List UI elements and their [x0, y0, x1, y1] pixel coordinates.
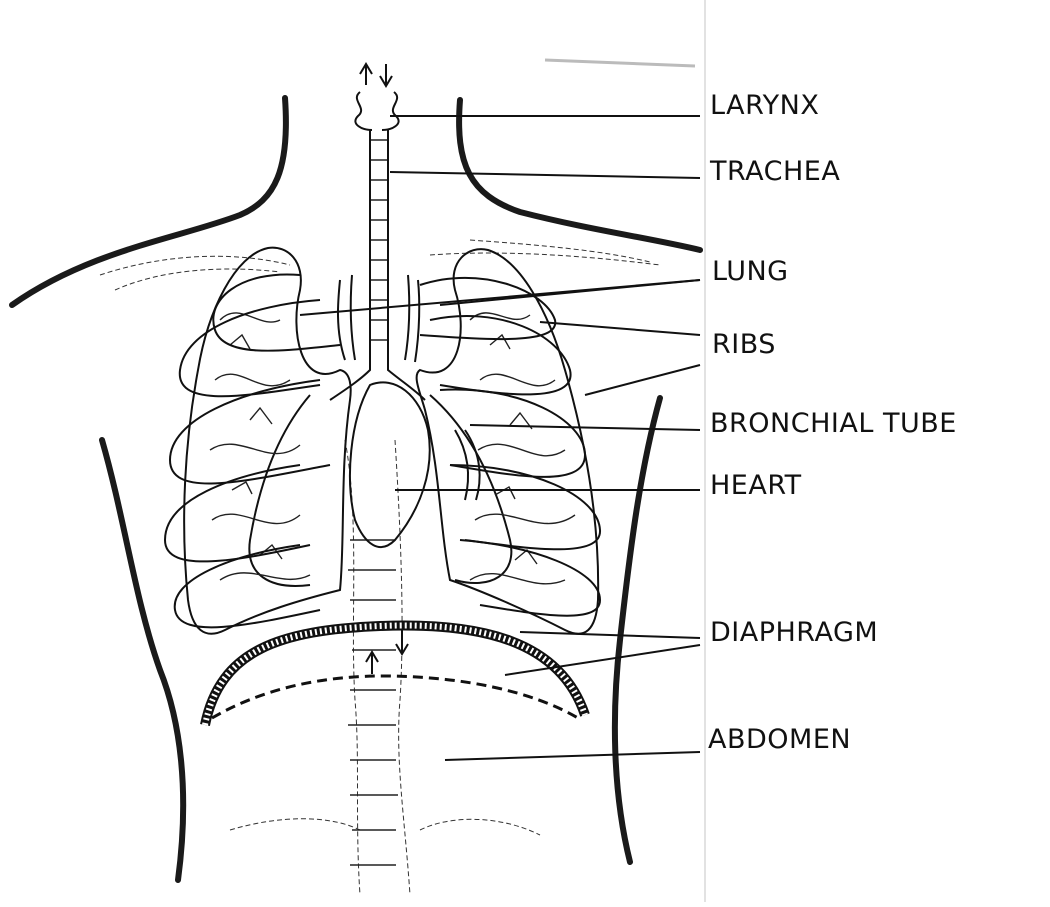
exhale-arrow-icon: [380, 64, 392, 86]
spine: [348, 540, 398, 865]
labels: LARYNX TRACHEA LUNG RIBS BRONCHIAL TUBE …: [708, 90, 957, 755]
smudge-mark: [545, 60, 695, 66]
larynx-shape: [355, 64, 398, 130]
label-abdomen: ABDOMEN: [708, 724, 851, 755]
leader-lines: [300, 116, 700, 760]
label-ribs: RIBS: [712, 329, 776, 360]
left-shoulder-line: [12, 98, 286, 305]
heart-shape: [350, 382, 430, 547]
larynx-right: [382, 92, 399, 130]
diaphragm-down-arrow-icon: [396, 630, 408, 654]
heart-outline: [350, 382, 430, 547]
relaxed-diaphragm-dashed: [212, 676, 578, 718]
left-lung: [184, 248, 351, 634]
label-heart: HEART: [710, 470, 802, 501]
label-bronchial-tube: BRONCHIAL TUBE: [710, 408, 957, 439]
leader-trachea: [390, 172, 700, 178]
leader-bronchial-tube: [470, 425, 700, 430]
inhale-arrow-icon: [360, 64, 372, 85]
label-trachea: TRACHEA: [709, 156, 840, 187]
right-lung: [417, 249, 599, 634]
label-lung: LUNG: [712, 256, 789, 287]
right-torso-line: [615, 398, 660, 862]
leader-ribs-2: [585, 365, 700, 395]
left-torso-line: [102, 440, 183, 880]
leader-diaphragm-1: [520, 632, 700, 638]
label-diaphragm: DIAPHRAGM: [710, 617, 878, 648]
diaphragm-shape: [205, 625, 585, 725]
diaphragm-up-arrow-icon: [366, 652, 378, 674]
diaphragm-band: [205, 625, 585, 725]
leader-lung-right: [440, 280, 700, 305]
larynx-left: [355, 92, 372, 130]
leader-abdomen: [445, 752, 700, 760]
leader-ribs-1: [540, 322, 700, 335]
label-larynx: LARYNX: [710, 90, 819, 121]
